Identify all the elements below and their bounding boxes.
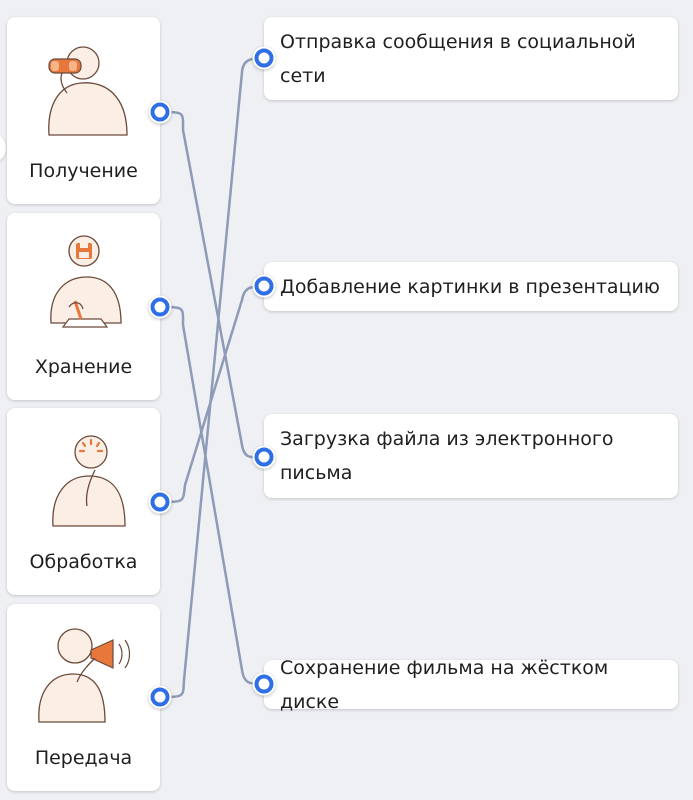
connector-handle[interactable]	[151, 493, 170, 512]
target-card-email-file[interactable]: Загрузка файла из электронного письма	[264, 414, 678, 498]
source-card-storage[interactable]: Хранение	[7, 213, 160, 400]
person-thinking-icon	[29, 426, 139, 531]
connector-handle[interactable]	[151, 103, 170, 122]
connector-line	[160, 112, 264, 457]
card-label: Обработка	[7, 551, 160, 573]
connector-handle[interactable]	[255, 675, 274, 694]
connector-handle[interactable]	[151, 298, 170, 317]
connector-line	[160, 307, 264, 684]
card-text: Добавление картинки в презентацию	[280, 270, 660, 304]
person-megaphone-icon	[29, 622, 139, 727]
person-binoculars-icon	[29, 35, 139, 140]
connector-handle[interactable]	[151, 688, 170, 707]
target-card-hard-disk-movie[interactable]: Сохранение фильма на жёстком диске	[264, 660, 678, 709]
source-card-transmission[interactable]: Передача	[7, 604, 160, 791]
card-text: Загрузка файла из электронного письма	[280, 422, 664, 490]
card-label: Передача	[7, 747, 160, 769]
connector-handle[interactable]	[255, 448, 274, 467]
card-text: Сохранение фильма на жёстком диске	[280, 651, 664, 719]
connector-line	[160, 58, 264, 697]
target-card-social-message[interactable]: Отправка сообщения в социальной сети	[264, 17, 678, 100]
card-text: Отправка сообщения в социальной сети	[280, 25, 664, 93]
card-label: Хранение	[7, 356, 160, 378]
connector-handle[interactable]	[255, 277, 274, 296]
source-card-processing[interactable]: Обработка	[7, 408, 160, 595]
connector-line	[160, 286, 264, 502]
card-label: Получение	[7, 160, 160, 182]
previous-panel-tab[interactable]	[0, 133, 6, 163]
source-card-receiving[interactable]: Получение	[7, 17, 160, 204]
connector-handle[interactable]	[255, 49, 274, 68]
person-saving-icon	[29, 231, 139, 336]
target-card-presentation-image[interactable]: Добавление картинки в презентацию	[264, 262, 678, 311]
